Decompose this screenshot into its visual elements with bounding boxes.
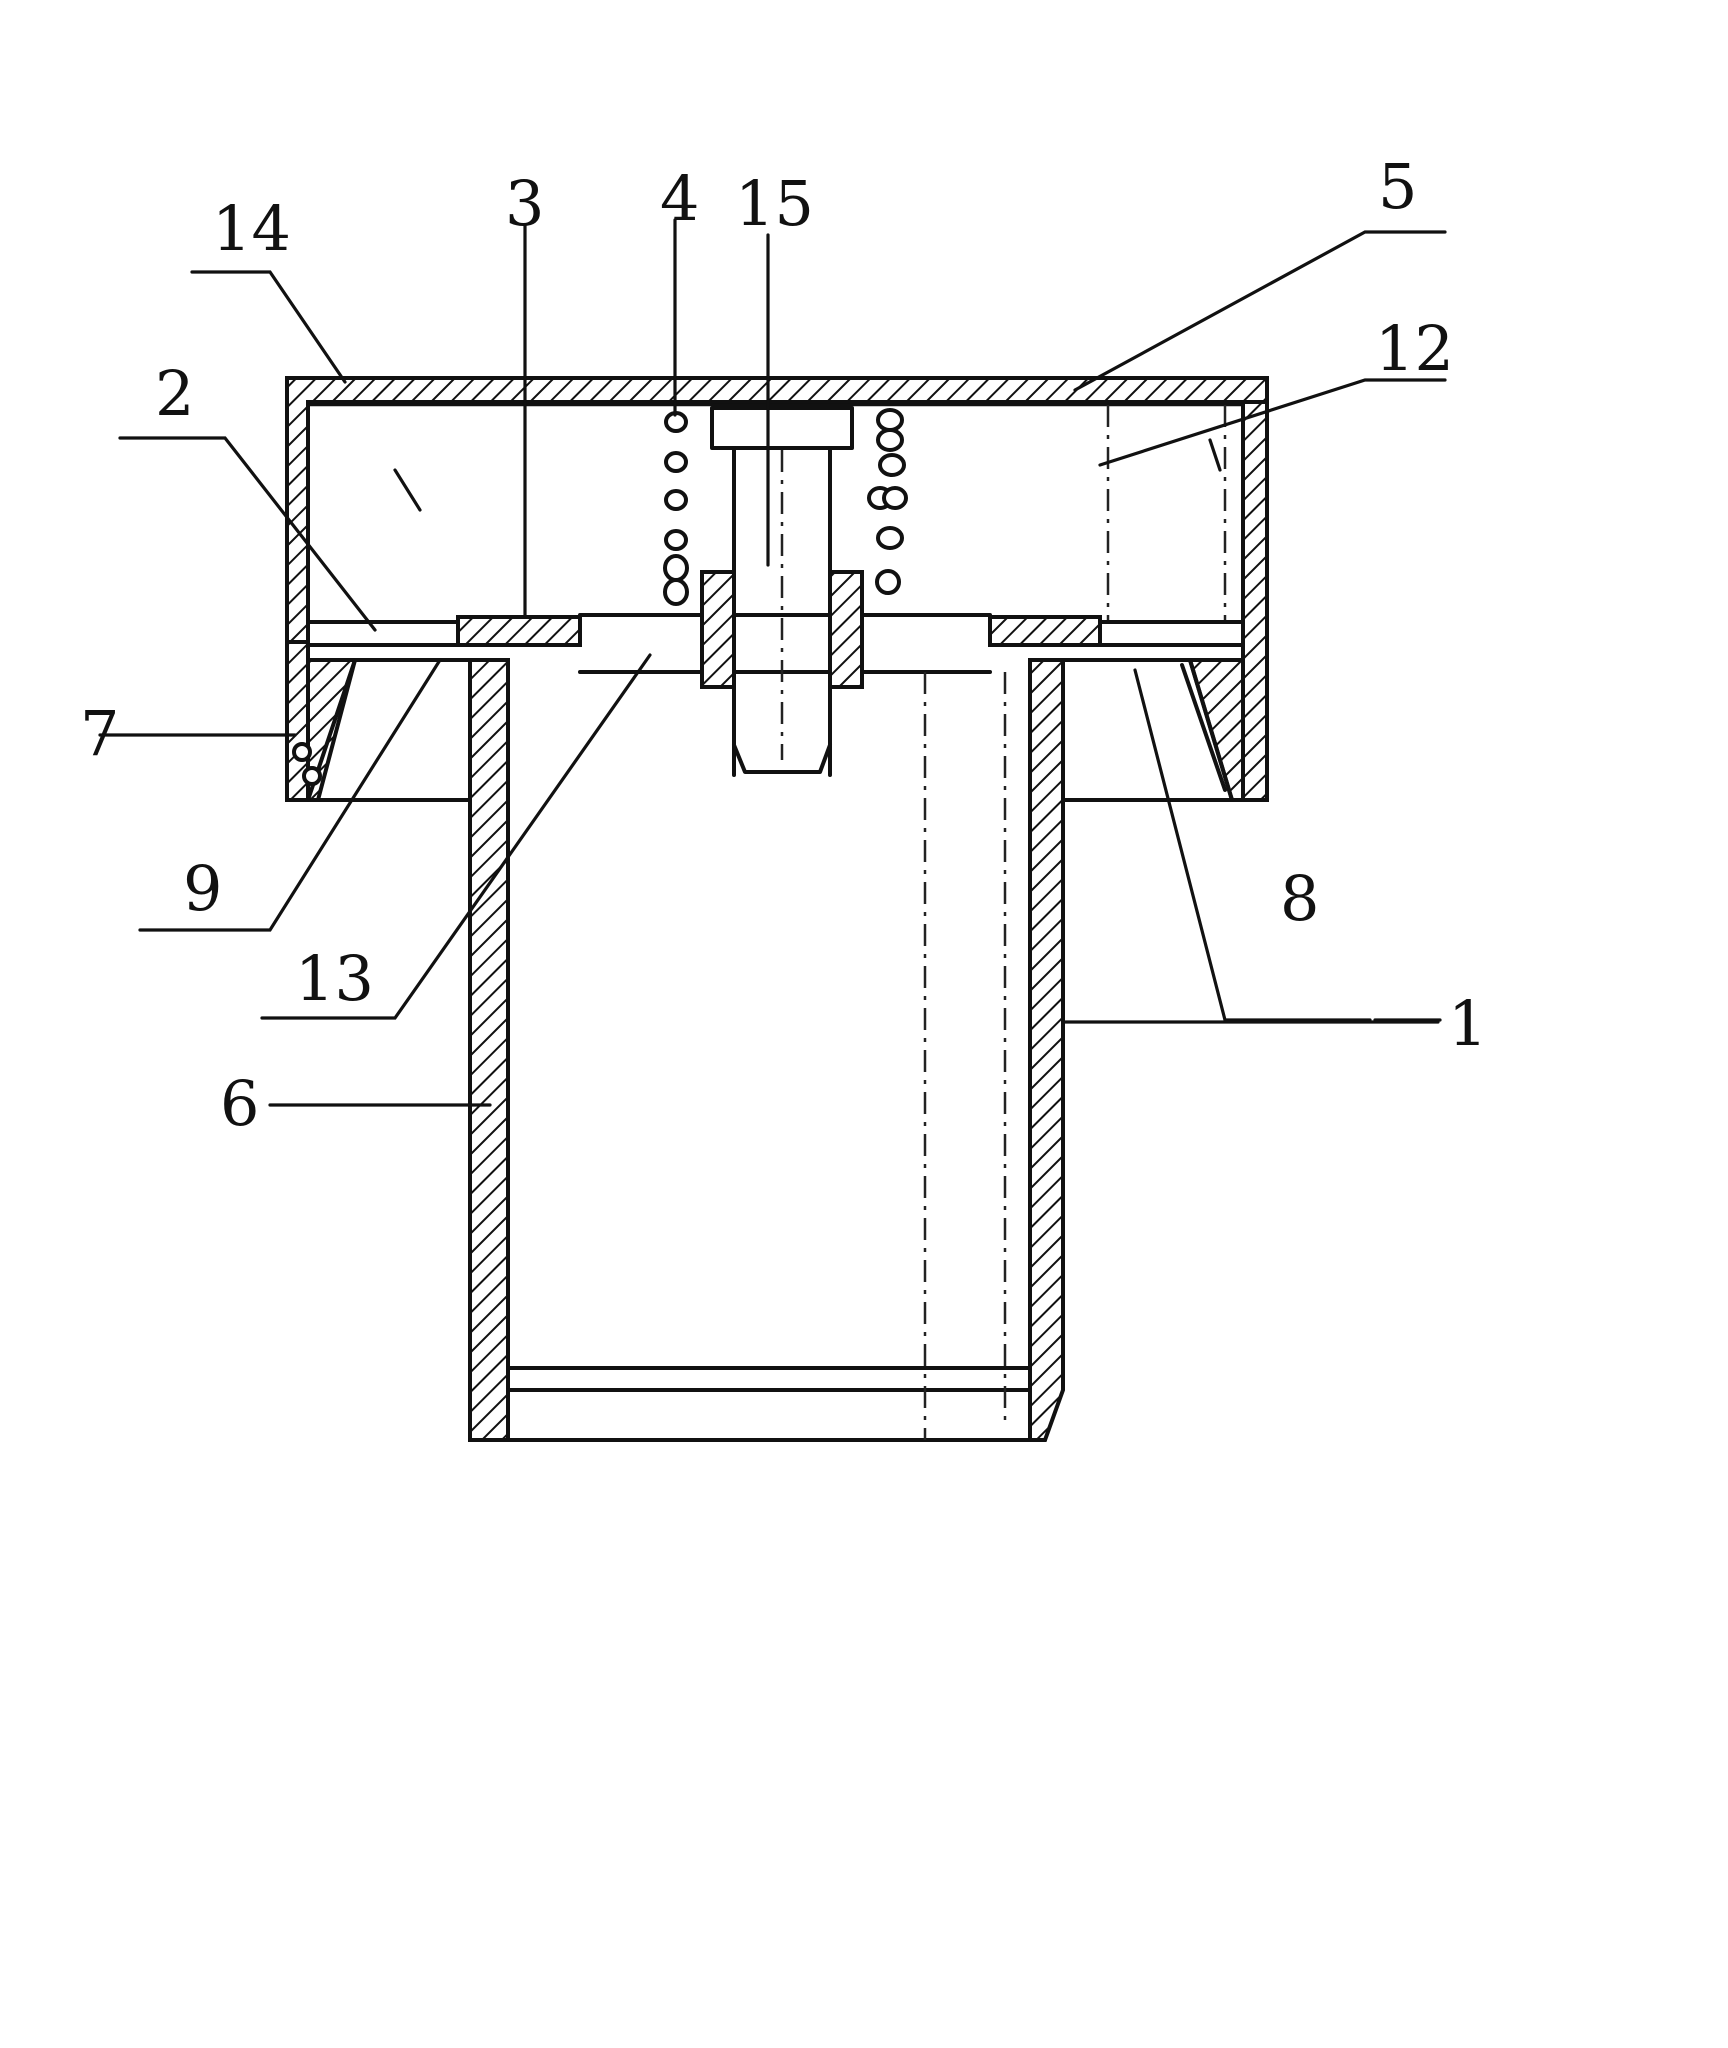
plate [306,613,1245,674]
reference-labels: 14 3 4 15 5 12 2 7 9 8 13 1 6 [80,150,1487,1140]
label-8: 8 [1280,862,1319,935]
label-1: 1 [1448,987,1487,1060]
hatched-blocks [456,570,1102,689]
housing-cap [285,376,1269,802]
label-2: 2 [155,357,194,430]
leader-lines [98,218,1447,1107]
label-3: 3 [505,167,544,240]
label-13: 13 [295,942,374,1015]
spring-left [663,411,689,606]
seal-right [1061,658,1245,802]
label-9: 9 [183,852,222,925]
seal-left [292,658,472,802]
label-14: 14 [212,192,291,265]
label-15: 15 [735,167,814,240]
label-7: 7 [80,697,119,770]
label-12: 12 [1375,312,1454,385]
label-5: 5 [1378,150,1417,223]
label-4: 4 [660,162,699,235]
central-pin [710,406,854,777]
spring-right [867,408,908,595]
lower-tube [468,405,1227,1442]
label-6: 6 [220,1067,259,1140]
